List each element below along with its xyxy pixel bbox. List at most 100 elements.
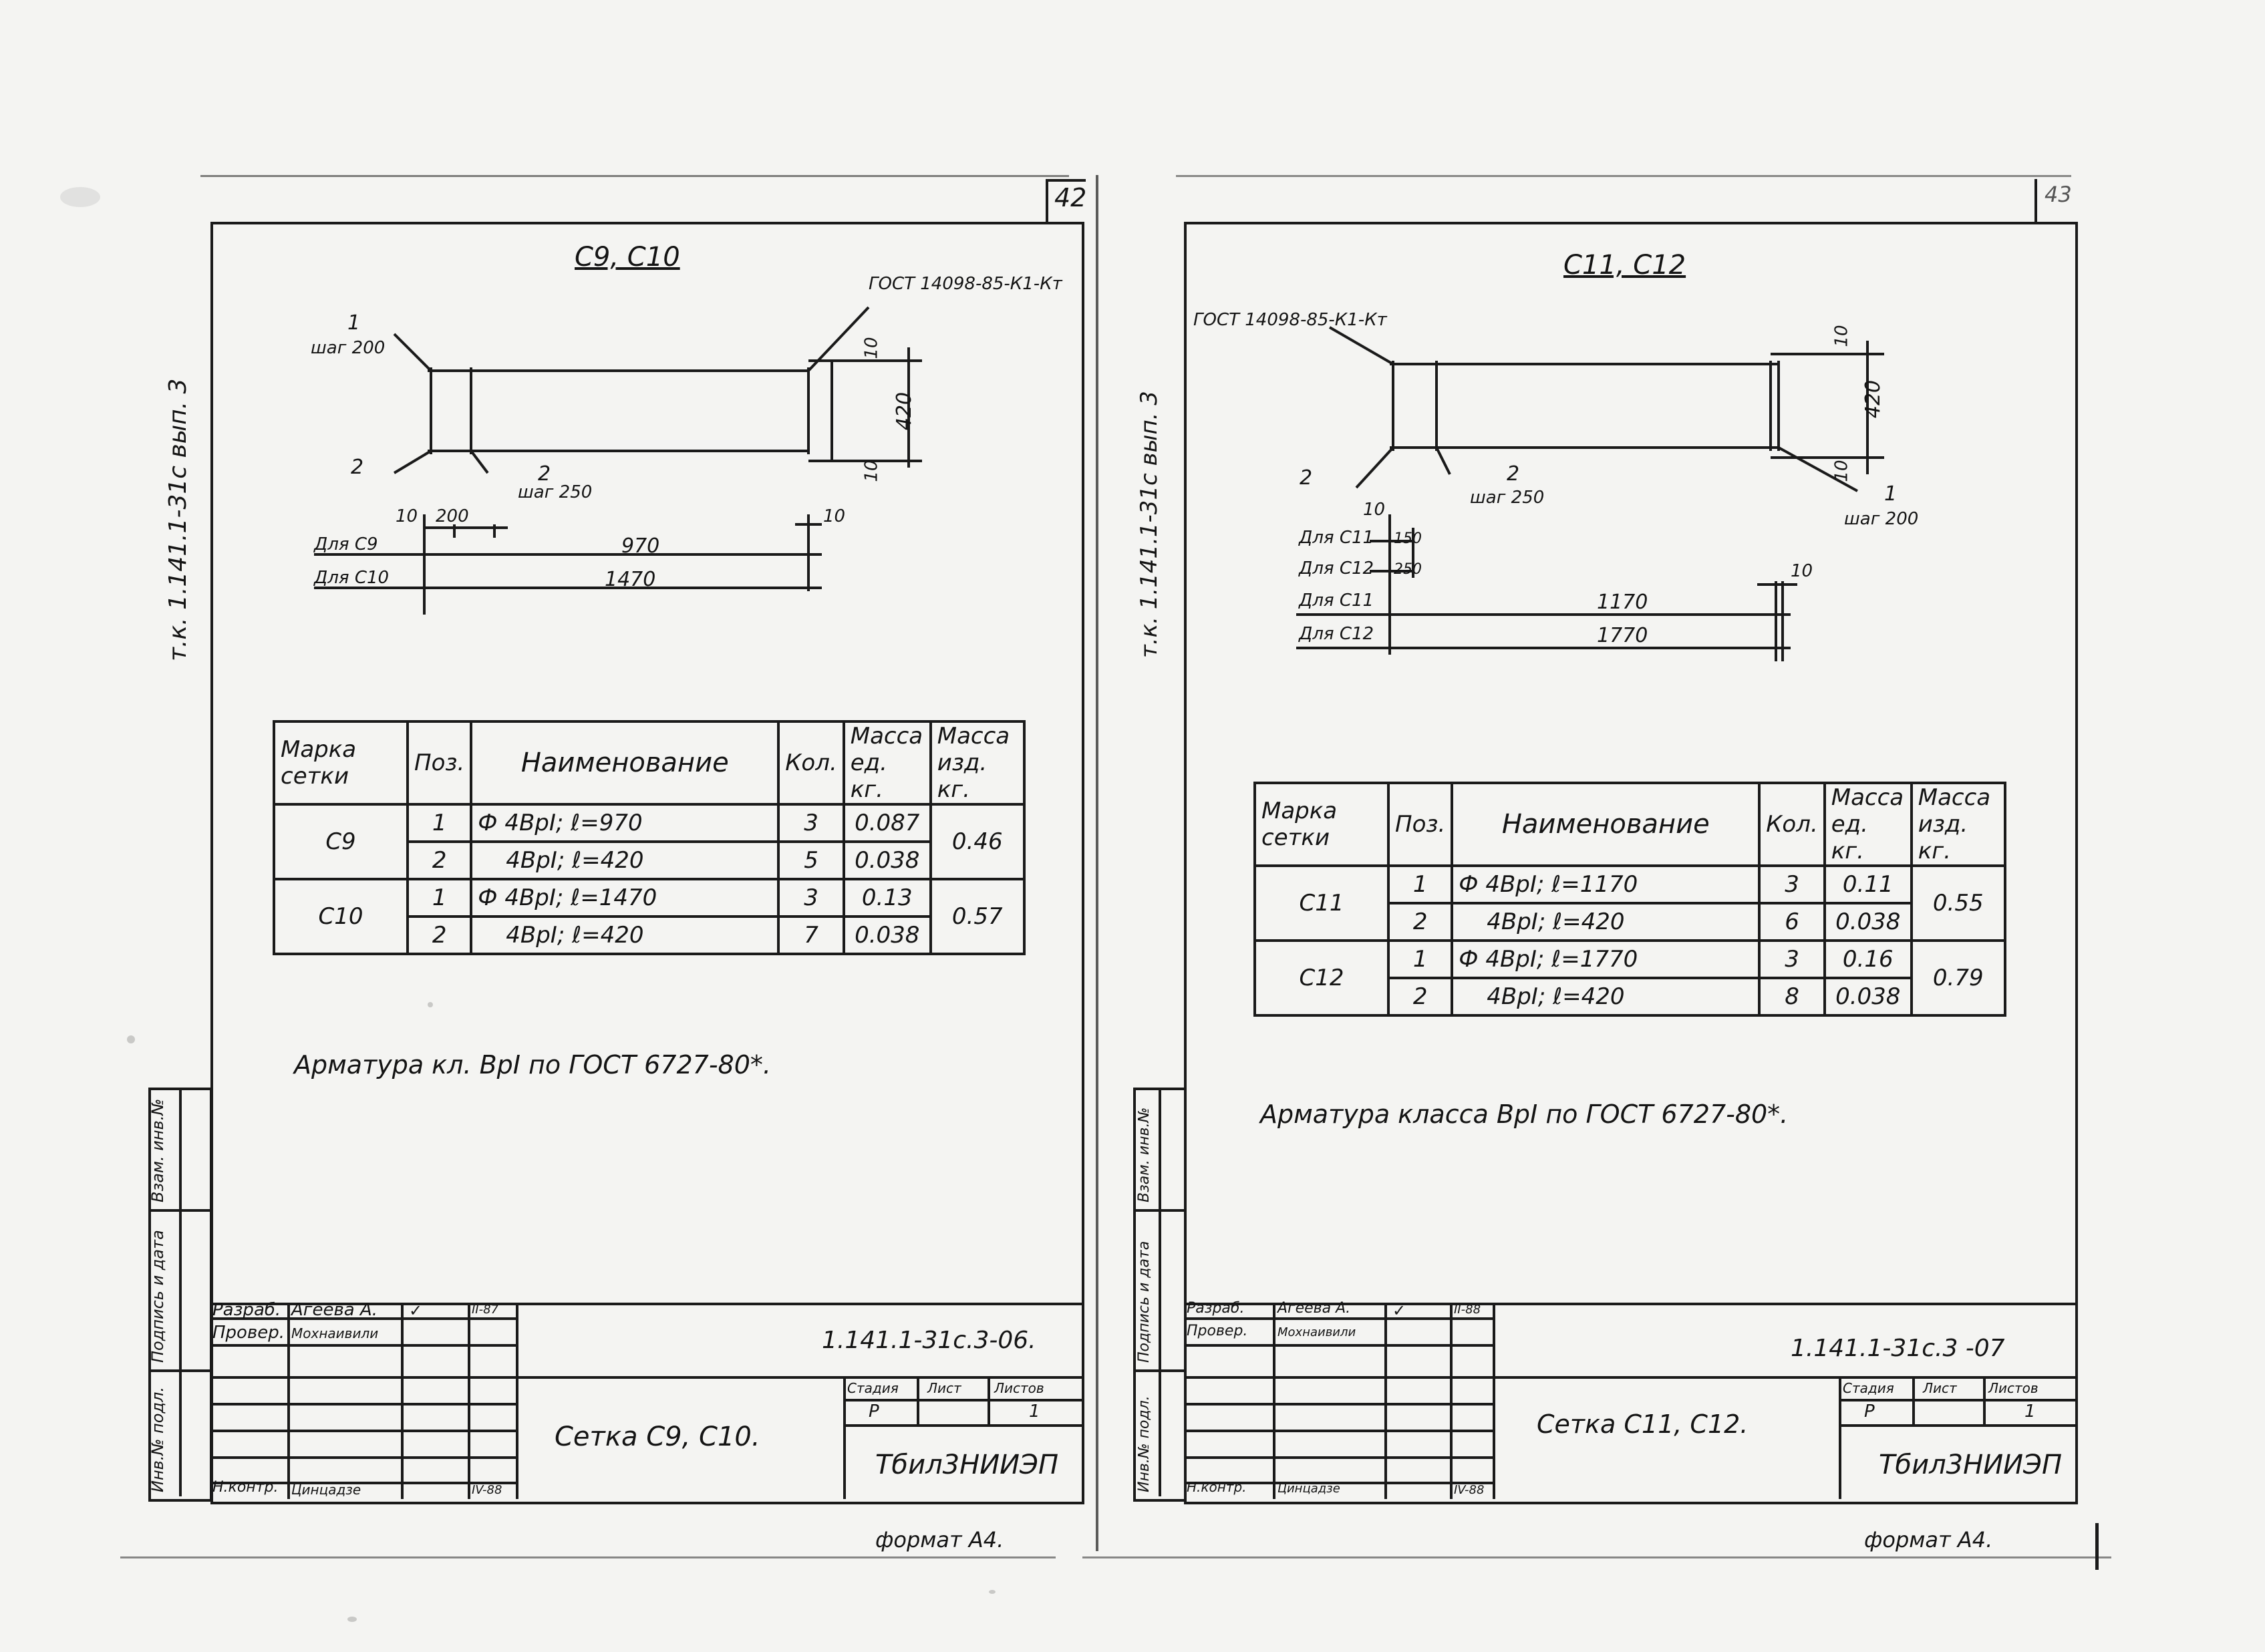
right-format: формат А4. bbox=[1864, 1527, 1993, 1552]
left-pos2a-num: 2 bbox=[351, 456, 364, 479]
scan-speck bbox=[347, 1617, 357, 1622]
scan-line-bottom-left bbox=[120, 1556, 1056, 1558]
left-r3-pos: 1 bbox=[406, 878, 473, 918]
right-r3-len: 1170 bbox=[1597, 591, 1648, 614]
left-side-code: т.к. 1.141.1-31с вып. 3 bbox=[164, 378, 192, 661]
right-st-r1-sign: ✓ bbox=[1392, 1301, 1406, 1320]
left-note: Арматура кл. ВрI по ГОСТ 6727-80*. bbox=[294, 1050, 771, 1080]
left-st-stage-h: Стадия bbox=[847, 1380, 899, 1396]
left-st-r2-name: Мохнаивили bbox=[291, 1325, 379, 1341]
left-drawing-title: С9, С10 bbox=[575, 242, 680, 273]
right-st-r1-date: II-88 bbox=[1454, 1303, 1481, 1317]
left-pos2b-num: 2 bbox=[538, 462, 551, 486]
left-r1-pos: 1 bbox=[406, 803, 473, 843]
right-r4-len: 1770 bbox=[1597, 624, 1648, 647]
right-r1-label: Для С11 bbox=[1299, 528, 1374, 548]
right-st-r3-role: Н.контр. bbox=[1187, 1479, 1247, 1495]
left-r1-mark: С9 bbox=[273, 803, 409, 880]
left-st-r1-role: Разраб. bbox=[212, 1300, 281, 1320]
left-st-r1-name: Агеева А. bbox=[291, 1300, 378, 1320]
left-side-stamp-3: Инв.№ подл. bbox=[148, 1387, 167, 1492]
left-r1-unit: 0.087 bbox=[842, 803, 932, 843]
left-r1-total: 0.46 bbox=[929, 803, 1026, 880]
right-r3-pos: 1 bbox=[1386, 939, 1454, 979]
right-dim-10-right: 10 bbox=[1791, 561, 1813, 581]
right-dim-10-bot: 10 bbox=[1831, 460, 1852, 482]
left-pos2b-step: шаг 250 bbox=[518, 482, 593, 502]
left-th-pos: Поз. bbox=[406, 720, 473, 806]
left-th-unit: Масса ед. кг. bbox=[842, 720, 932, 806]
right-side-code: т.к. 1.141.1-31с вып. 3 bbox=[1136, 391, 1163, 658]
right-page-number-box bbox=[2034, 179, 2075, 222]
left-dim-420: 420 bbox=[893, 391, 917, 431]
left-row1-label: Для С9 bbox=[314, 534, 378, 554]
right-th-qty: Кол. bbox=[1758, 782, 1826, 867]
right-note: Арматура класса ВрI по ГОСТ 6727-80*. bbox=[1260, 1100, 1789, 1129]
right-r3-mark: С12 bbox=[1253, 939, 1390, 1017]
right-r1-total: 0.55 bbox=[1910, 864, 2006, 942]
right-st-stage: Р bbox=[1864, 1401, 1875, 1422]
right-spec-table: Марка сетки Поз. Наименование Кол. Масса… bbox=[1253, 782, 2006, 1017]
right-r1-unit: 0.11 bbox=[1823, 864, 1913, 904]
right-r2-pos: 2 bbox=[1386, 902, 1454, 942]
right-st-name: Сетка С11, С12. bbox=[1537, 1410, 1749, 1439]
right-pos2a-num: 2 bbox=[1300, 466, 1313, 490]
right-st-r2-role: Провер. bbox=[1187, 1323, 1248, 1339]
left-side-stamp-1: Взам. инв.№ bbox=[148, 1098, 167, 1202]
scan-line-bottom-right bbox=[1082, 1556, 2111, 1558]
right-r2-label: Для С12 bbox=[1299, 558, 1374, 579]
left-r2-qty: 5 bbox=[777, 840, 845, 880]
right-pos1-step: шаг 200 bbox=[1844, 509, 1919, 529]
left-r1-name: Ф 4ВрI; ℓ=970 bbox=[470, 803, 780, 843]
right-r2-val: 250 bbox=[1394, 561, 1422, 578]
left-dim-10-right: 10 bbox=[823, 506, 846, 526]
right-r2-unit: 0.038 bbox=[1823, 902, 1913, 942]
scan-line-top-right bbox=[1176, 175, 2071, 177]
left-st-r1-sign: ✓ bbox=[409, 1301, 423, 1320]
left-dim-200: 200 bbox=[436, 506, 469, 526]
left-dim-10-bot: 10 bbox=[861, 460, 882, 482]
right-th-mark: Марка сетки bbox=[1253, 782, 1390, 867]
right-st-r1-role: Разраб. bbox=[1187, 1300, 1245, 1317]
left-r4-qty: 7 bbox=[777, 915, 845, 955]
left-st-name: Сетка С9, С10. bbox=[555, 1422, 760, 1452]
right-r3-total: 0.79 bbox=[1910, 939, 2006, 1017]
right-r2-name: 4ВрI; ℓ=420 bbox=[1451, 902, 1761, 942]
right-st-r1-name: Агеева А. bbox=[1277, 1300, 1351, 1317]
right-r4-label: Для С12 bbox=[1299, 624, 1374, 644]
left-r1-qty: 3 bbox=[777, 803, 845, 843]
right-th-pos: Поз. bbox=[1386, 782, 1454, 867]
left-pos1-step: шаг 200 bbox=[311, 338, 386, 358]
left-th-name: Наименование bbox=[470, 720, 780, 806]
right-r2-qty: 6 bbox=[1758, 902, 1826, 942]
scan-speck bbox=[60, 187, 100, 207]
right-r1-val: 150 bbox=[1394, 530, 1422, 547]
left-r3-total: 0.57 bbox=[929, 878, 1026, 955]
left-row2-len: 1470 bbox=[605, 568, 656, 591]
right-r4-unit: 0.038 bbox=[1823, 977, 1913, 1017]
left-pos1-num: 1 bbox=[347, 311, 361, 335]
left-page-number-box bbox=[1046, 179, 1086, 224]
left-th-mark: Марка сетки bbox=[273, 720, 409, 806]
left-dim-10-left: 10 bbox=[396, 506, 418, 526]
right-r4-qty: 8 bbox=[1758, 977, 1826, 1017]
left-r3-name: Ф 4ВрI; ℓ=1470 bbox=[470, 878, 780, 918]
right-st-org: Тбил3НИИЭП bbox=[1879, 1450, 2063, 1480]
left-r4-pos: 2 bbox=[406, 915, 473, 955]
right-st-r3-date: IV-88 bbox=[1454, 1483, 1485, 1497]
right-st-r2-name: Мохнаивили bbox=[1277, 1325, 1356, 1339]
left-r3-qty: 3 bbox=[777, 878, 845, 918]
right-st-sheets: 1 bbox=[2024, 1401, 2036, 1422]
right-th-total: Масса изд. кг. bbox=[1910, 782, 2006, 867]
left-r3-mark: С10 bbox=[273, 878, 409, 955]
left-st-sheet-h: Лист bbox=[927, 1380, 961, 1396]
right-st-sheet-h: Лист bbox=[1923, 1380, 1957, 1396]
scan-line-top-left bbox=[200, 175, 1069, 177]
right-st-code: 1.141.1-31с.3 -07 bbox=[1791, 1335, 2005, 1362]
right-gost-tag: ГОСТ 14098-85-К1-Кт bbox=[1193, 310, 1387, 330]
left-spec-table: Марка сетки Поз. Наименование Кол. Масса… bbox=[273, 720, 1026, 955]
right-pos2b-step: шаг 250 bbox=[1470, 488, 1545, 508]
right-side-stamp-3: Инв.№ подл. bbox=[1136, 1395, 1153, 1492]
left-mesh-drawing bbox=[314, 306, 922, 615]
right-r3-qty: 3 bbox=[1758, 939, 1826, 979]
